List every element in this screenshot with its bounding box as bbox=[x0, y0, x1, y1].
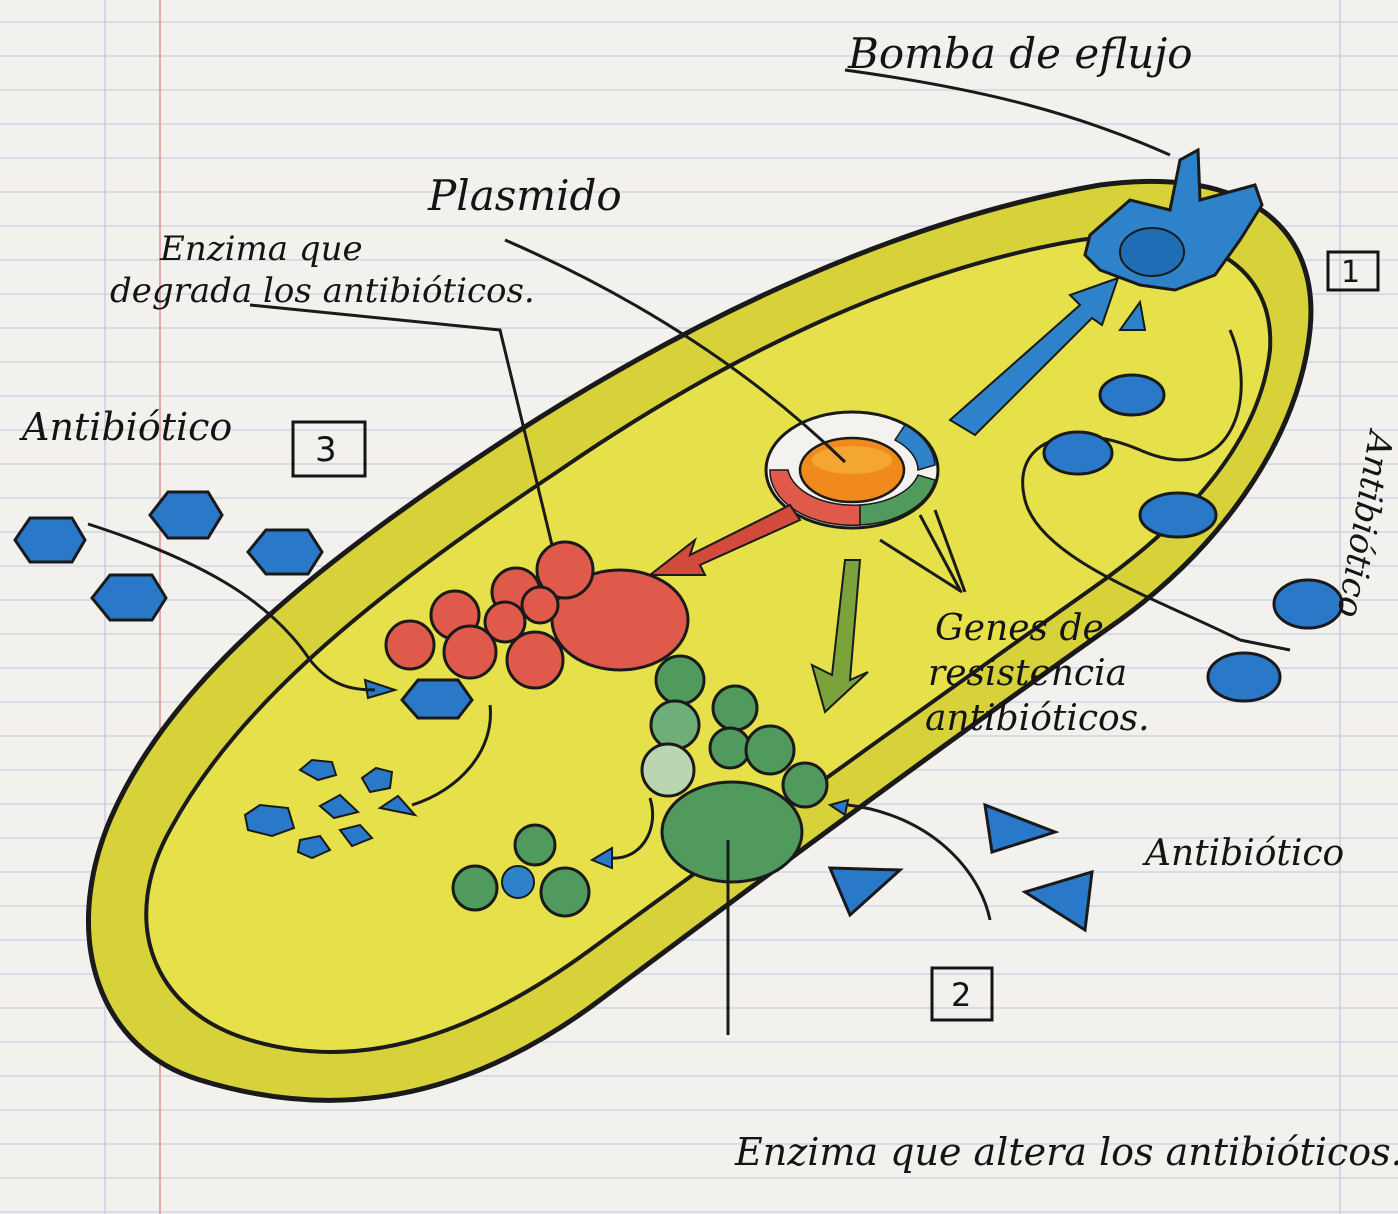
antibiotic-hexagon-icon bbox=[15, 518, 85, 562]
label-antibiotic-bottom-right: Antibiótico bbox=[1142, 833, 1344, 874]
label-resistance-genes-2: resistencia bbox=[928, 653, 1127, 694]
antibiotic-ellipse-icon bbox=[1140, 493, 1216, 537]
label-antibiotic-left: Antibiótico bbox=[19, 405, 232, 449]
svg-text:2: 2 bbox=[951, 976, 971, 1014]
pump-antibiotic-icon bbox=[1120, 228, 1184, 276]
antibiotic-hexagon-icon bbox=[92, 575, 166, 620]
antibiotic-hexagon-icon bbox=[248, 530, 322, 574]
label-altering-enzyme: Enzima que altera los antibióticos. bbox=[734, 1130, 1398, 1174]
antibiotic-hexagon-icon bbox=[402, 680, 472, 718]
svg-text:1: 1 bbox=[1341, 255, 1360, 290]
label-resistance-genes-3: antibióticos. bbox=[925, 698, 1150, 739]
label-resistance-genes-1: Genes de bbox=[935, 608, 1104, 649]
antibiotic-ellipse-icon bbox=[1100, 375, 1164, 415]
antibiotic-ellipse-icon bbox=[1208, 653, 1280, 701]
label-degrading-enzyme-2: degrada los antibióticos. bbox=[110, 271, 535, 311]
antibiotic-hexagon-icon bbox=[150, 492, 222, 538]
label-plasmid: Plasmido bbox=[427, 171, 622, 220]
label-efflux-pump: Bomba de eflujo bbox=[847, 29, 1193, 78]
svg-text:3: 3 bbox=[315, 430, 337, 470]
label-degrading-enzyme-1: Enzima que bbox=[159, 229, 363, 269]
antibiotic-ellipse-icon bbox=[1044, 432, 1112, 474]
